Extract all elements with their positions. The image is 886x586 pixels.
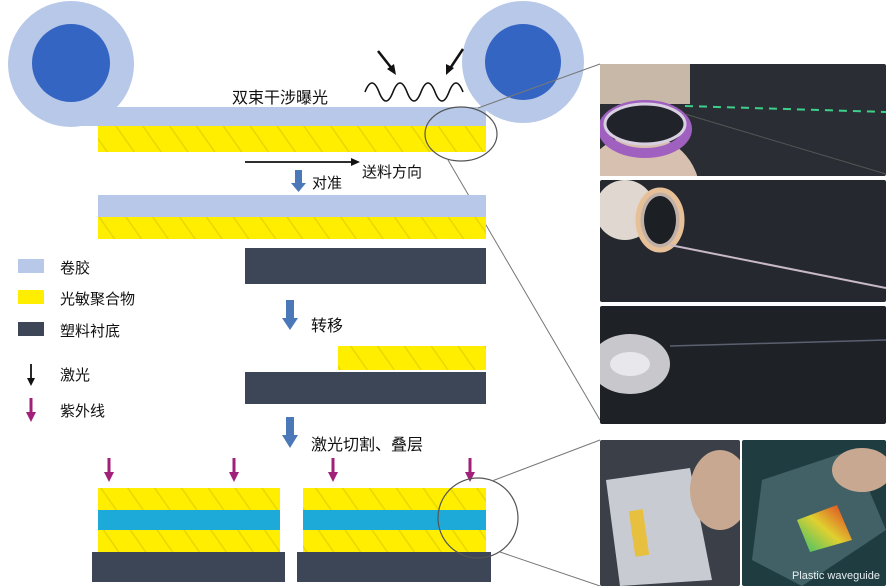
left-roller-icon bbox=[8, 1, 134, 127]
legend-swatch-tape bbox=[18, 259, 44, 273]
legend-laser-arrow-icon bbox=[27, 364, 35, 386]
step-arrow-icon bbox=[291, 170, 306, 192]
substrate-aligned bbox=[245, 248, 486, 284]
substrate-transferred bbox=[245, 372, 486, 404]
laser-arrow-icon bbox=[377, 50, 396, 75]
legend-swatch-substrate bbox=[18, 322, 44, 336]
transfer-label: 转移 bbox=[311, 316, 344, 335]
exposure-label: 双束干涉曝光 bbox=[232, 88, 329, 107]
zoom-circle-top bbox=[424, 106, 498, 162]
step-arrow-icon bbox=[282, 300, 298, 330]
photopolymer-layer-top bbox=[98, 126, 486, 152]
photopolymer-layer-aligned bbox=[98, 217, 486, 239]
final-stack-right bbox=[297, 488, 491, 582]
zoom-line bbox=[477, 63, 601, 109]
photo-plastic-waveguide: Plastic waveguide bbox=[742, 440, 886, 586]
plastic-waveguide-caption: Plastic waveguide bbox=[791, 570, 880, 582]
uv-arrow-icon bbox=[465, 458, 475, 482]
legend-photopolymer-label: 光敏聚合物 bbox=[60, 290, 136, 308]
legend-substrate-label: 塑料衬底 bbox=[60, 322, 121, 340]
feed-direction-arrowhead bbox=[351, 158, 360, 166]
legend-tape-label: 卷胶 bbox=[60, 259, 91, 277]
laser-arrow-icon bbox=[446, 48, 465, 75]
photo-roll-transfer bbox=[600, 180, 886, 302]
uv-arrow-icon bbox=[328, 458, 338, 482]
wave-icon bbox=[364, 82, 464, 102]
photo-cut-sample bbox=[600, 440, 740, 586]
tape-layer-aligned bbox=[98, 195, 486, 217]
zoom-line bbox=[499, 551, 601, 586]
legend-uv-arrow-icon bbox=[26, 398, 36, 422]
zoom-line bbox=[491, 439, 601, 482]
final-stack-left bbox=[92, 488, 285, 582]
uv-arrow-icon bbox=[104, 458, 114, 482]
photo-film bbox=[600, 306, 886, 424]
feed-direction-label: 送料方向 bbox=[362, 163, 423, 181]
tape-band bbox=[66, 107, 486, 126]
uv-arrow-icon bbox=[229, 458, 239, 482]
zoom-circle-bottom bbox=[437, 477, 519, 559]
photopolymer-transferred bbox=[338, 346, 486, 370]
legend-swatch-photopolymer bbox=[18, 290, 44, 304]
photo-roll-exposure bbox=[600, 64, 886, 176]
legend-uv-label: 紫外线 bbox=[60, 402, 106, 420]
right-roller-icon bbox=[462, 1, 584, 123]
cut-stack-label: 激光切割、叠层 bbox=[311, 435, 424, 454]
step-arrow-icon bbox=[282, 417, 298, 448]
legend-laser-label: 激光 bbox=[60, 366, 91, 384]
align-label: 对准 bbox=[312, 174, 343, 192]
